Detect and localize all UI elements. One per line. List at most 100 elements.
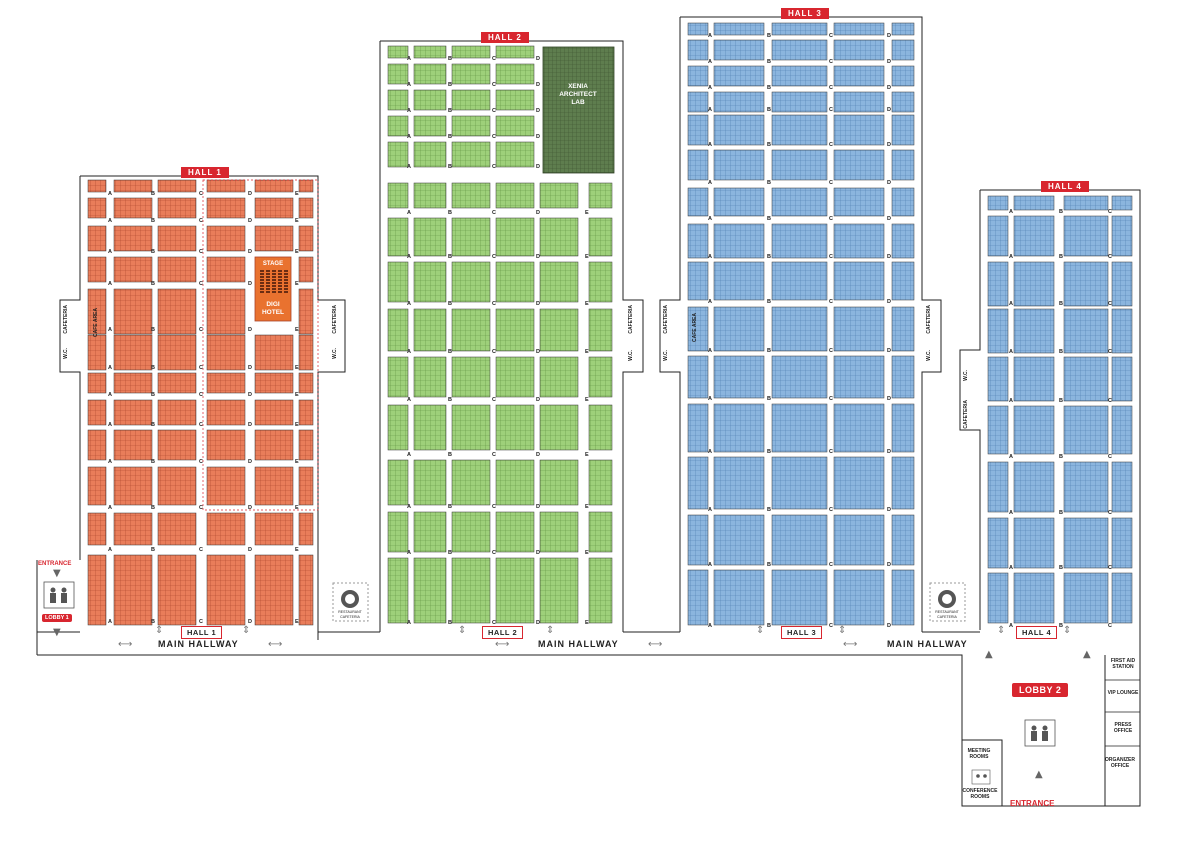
booth-block[interactable] xyxy=(495,511,535,553)
booth-block[interactable] xyxy=(833,514,885,566)
booth-block[interactable] xyxy=(157,429,197,461)
booth-block[interactable] xyxy=(1013,261,1055,307)
booth-block[interactable] xyxy=(495,404,535,451)
booth-block[interactable] xyxy=(771,114,828,146)
booth-block[interactable] xyxy=(113,554,153,626)
booth-block[interactable] xyxy=(1063,461,1109,513)
booth-block[interactable] xyxy=(891,456,915,510)
booth-block[interactable] xyxy=(87,399,107,426)
booth-block[interactable] xyxy=(298,372,314,394)
booth-block[interactable] xyxy=(113,372,153,394)
booth-block[interactable] xyxy=(495,356,535,398)
booth-block[interactable] xyxy=(206,512,246,546)
booth-block[interactable] xyxy=(451,217,491,257)
booth-block[interactable] xyxy=(413,217,447,257)
booth-block[interactable] xyxy=(157,197,197,219)
booth-block[interactable] xyxy=(298,512,314,546)
booth-block[interactable] xyxy=(254,512,294,546)
booth-block[interactable] xyxy=(298,554,314,626)
restaurant-icon[interactable] xyxy=(332,582,369,622)
booth-block[interactable] xyxy=(588,404,613,451)
booth-block[interactable] xyxy=(495,261,535,303)
booth-block[interactable] xyxy=(1013,356,1055,402)
booth-block[interactable] xyxy=(588,511,613,553)
booth-block[interactable] xyxy=(157,179,197,193)
booth-block[interactable] xyxy=(987,195,1009,211)
booth-block[interactable] xyxy=(713,114,765,146)
booth-block[interactable] xyxy=(87,288,107,335)
booth-block[interactable] xyxy=(833,39,885,61)
booth-block[interactable] xyxy=(1111,195,1133,211)
booth-block[interactable] xyxy=(1111,215,1133,257)
booth-block[interactable] xyxy=(1111,356,1133,402)
hall-1-cafeteria-label[interactable]: CAFETERIA xyxy=(63,305,69,334)
booth-block[interactable] xyxy=(588,182,613,209)
booth-block[interactable] xyxy=(87,372,107,394)
booth-block[interactable] xyxy=(451,557,491,624)
booth-block[interactable] xyxy=(687,306,709,352)
booth-block[interactable] xyxy=(713,355,765,399)
booth-block[interactable] xyxy=(1013,215,1055,257)
booth-block[interactable] xyxy=(687,403,709,453)
booth-block[interactable] xyxy=(387,557,409,624)
booth-block[interactable] xyxy=(387,217,409,257)
booth-block[interactable] xyxy=(771,456,828,510)
booth-block[interactable] xyxy=(451,459,491,506)
booth-block[interactable] xyxy=(495,308,535,352)
booth-block[interactable] xyxy=(113,179,153,193)
booth-block[interactable] xyxy=(1111,308,1133,354)
booth-block[interactable] xyxy=(387,115,409,137)
booth-block[interactable] xyxy=(833,306,885,352)
booth-block[interactable] xyxy=(891,403,915,453)
vip-lounge-label[interactable]: VIP LOUNGE xyxy=(1107,690,1139,696)
booth-block[interactable] xyxy=(254,372,294,394)
booth-block[interactable] xyxy=(771,22,828,36)
booth-block[interactable] xyxy=(387,356,409,398)
booth-block[interactable] xyxy=(1013,572,1055,624)
booth-block[interactable] xyxy=(87,197,107,219)
booth-block[interactable] xyxy=(1013,517,1055,569)
booth-block[interactable] xyxy=(1013,195,1055,211)
booth-block[interactable] xyxy=(113,512,153,546)
booth-block[interactable] xyxy=(254,179,294,193)
booth-block[interactable] xyxy=(1111,405,1133,455)
booth-block[interactable] xyxy=(771,91,828,113)
booth-block[interactable] xyxy=(495,45,535,59)
booth-block[interactable] xyxy=(387,261,409,303)
booth-block[interactable] xyxy=(1063,308,1109,354)
booth-block[interactable] xyxy=(539,404,579,451)
booth-block[interactable] xyxy=(771,39,828,61)
booth-block[interactable] xyxy=(771,569,828,626)
hall-1-wc-label[interactable]: W.C. xyxy=(63,348,69,359)
booth-block[interactable] xyxy=(451,182,491,209)
hall-3-entrance-tag[interactable]: HALL 3 xyxy=(781,626,823,639)
booth-block[interactable] xyxy=(771,355,828,399)
booth-block[interactable] xyxy=(157,399,197,426)
booth-block[interactable] xyxy=(987,405,1009,455)
hall-4-cafeteria-label[interactable]: CAFETERIA xyxy=(963,400,969,429)
booth-block[interactable] xyxy=(713,223,765,259)
booth-block[interactable] xyxy=(298,399,314,426)
booth-block[interactable] xyxy=(833,149,885,181)
booth-block[interactable] xyxy=(206,197,246,219)
booth-block[interactable] xyxy=(833,65,885,87)
booth-block[interactable] xyxy=(254,466,294,506)
hall-2-wc-label[interactable]: W.C. xyxy=(628,350,634,361)
xenia-architect-lab[interactable] xyxy=(542,46,615,174)
booth-block[interactable] xyxy=(413,261,447,303)
booth-block[interactable] xyxy=(387,89,409,111)
booth-block[interactable] xyxy=(87,334,107,371)
booth-block[interactable] xyxy=(1063,261,1109,307)
booth-block[interactable] xyxy=(713,22,765,36)
booth-block[interactable] xyxy=(413,89,447,111)
booth-block[interactable] xyxy=(771,223,828,259)
booth-block[interactable] xyxy=(891,355,915,399)
booth-block[interactable] xyxy=(539,308,579,352)
restaurant-icon[interactable] xyxy=(929,582,966,622)
booth-block[interactable] xyxy=(206,288,246,335)
booth-block[interactable] xyxy=(713,456,765,510)
booth-block[interactable] xyxy=(254,225,294,252)
booth-block[interactable] xyxy=(539,511,579,553)
hall-4-entrance-tag[interactable]: HALL 4 xyxy=(1016,626,1058,639)
booth-block[interactable] xyxy=(687,355,709,399)
